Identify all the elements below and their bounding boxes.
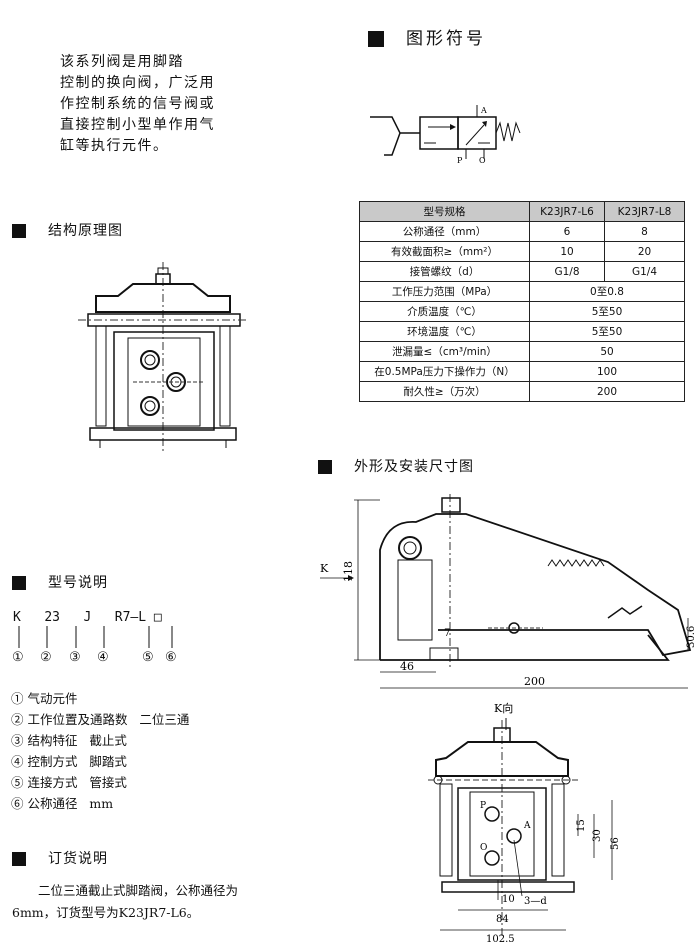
model-code-j: J [83,610,92,625]
section-marker-icon [368,31,384,47]
spec-value-cell: 100 [529,361,685,382]
section-order: 订货说明 [12,848,108,868]
model-marker-6: ⑥ [165,650,177,665]
section-marker-icon [12,576,26,590]
dim-102-5: 102.5 [486,934,515,944]
order-text: 二位三通截止式脚踏阀，公称通径为6mm，订货型号为K23JR7-L6。 [12,883,239,920]
spec-value-cell: 200 [529,381,685,402]
spec-label-cell: 环境温度（℃） [359,321,530,342]
legend-item: ② 工作位置及通路数 二位三通 [11,712,190,727]
symbol-label-p: P [457,156,463,165]
legend-item: ④ 控制方式 脚踏式 [11,754,127,769]
spec-label-cell: 工作压力范围（MPa） [359,281,530,302]
spec-value-cell: 20 [604,241,685,262]
legend-item: ⑤ 连接方式 管接式 [11,775,127,790]
section-symbol: 图形符号 [368,24,486,49]
intro-text: 该系列阀是用脚踏 控制的换向阀，广泛用 作控制系统的信号阀或 直接控制小型单作用… [60,54,215,154]
legend-item: ① 气动元件 [11,691,78,706]
section-structure: 结构原理图 [12,220,123,240]
dim-k-view: K向 [494,701,513,715]
spec-value-cell: 6 [529,221,605,242]
model-marker-4: ④ [97,650,109,665]
section-marker-icon [12,224,26,238]
spec-label-cell: 有效截面积≥（mm²） [359,241,530,262]
dim-15: 15 [576,819,587,832]
spec-label-cell: 泄漏量≤（cm³/min） [359,341,530,362]
dim-56: 56 [610,837,621,850]
spec-label-cell: 介质温度（℃） [359,301,530,322]
spec-label-cell: 公称通径（mm） [359,221,530,242]
spec-label-cell: 在0.5MPa压力下操作力（N） [359,361,530,382]
spec-value-cell: 5至50 [529,321,685,342]
spec-header-cell: K23JR7-L8 [604,201,685,222]
spec-value-cell: 0至0.8 [529,281,685,302]
section-marker-icon [12,852,26,866]
port-label-o: O [480,843,487,853]
spec-row: 环境温度（℃）5至50 [359,321,685,342]
valve-symbol-diagram: A P O [370,105,521,165]
section-model: 型号说明 [12,572,108,592]
port-label-a: A [523,821,531,831]
legend-item: ⑥ 公称通径 mm [11,796,114,811]
dim-200: 200 [524,675,545,688]
spec-value-cell: 8 [604,221,685,242]
model-marker-2: ② [40,650,52,665]
model-code: K 23 J R7—L □ [13,610,162,625]
spec-value-cell: G1/4 [604,261,685,282]
dim-7: 7 [444,628,450,639]
section-symbol-title: 图形符号 [406,29,486,49]
model-marker-5: ⑤ [142,650,154,665]
spec-value-cell: G1/8 [529,261,605,282]
dim-k-label: K [320,562,329,575]
spec-row: 介质温度（℃）5至50 [359,301,685,322]
structure-diagram [78,262,248,452]
model-marker-3: ③ [69,650,81,665]
spec-value-cell: 10 [529,241,605,262]
section-structure-title: 结构原理图 [48,223,123,239]
spec-value-cell: 5至50 [529,301,685,322]
spec-row: 耐久性≥（万次）200 [359,381,685,402]
k-view-drawing: K向 P A O 15 30 56 10 3—d 84 102.5 [428,701,621,944]
section-model-title: 型号说明 [48,575,108,591]
dim-118: 118 [342,561,355,582]
model-code-k: K [13,610,21,625]
model-code-23: 23 [44,610,60,625]
spec-header-cell: K23JR7-L6 [529,201,605,222]
symbol-label-o: O [479,156,486,165]
spec-value-cell: 50 [529,341,685,362]
model-code-dash: — [130,610,139,625]
spec-header-cell: 型号规格 [359,201,530,222]
dim-30: 30 [592,829,603,842]
model-code-box: □ [153,610,162,625]
dim-30-6: 30.6 [686,626,697,648]
section-marker-icon [318,460,332,474]
model-marker-1: ① [12,650,24,665]
section-dimensions: 外形及安装尺寸图 [318,456,474,476]
model-code-l: L [138,610,147,625]
dim-84: 84 [496,914,509,925]
side-view-drawing: 118 K 30.6 7 46 200 [320,494,697,689]
section-order-title: 订货说明 [48,851,108,867]
symbol-label-a: A [480,106,487,115]
model-legend: ① 气动元件 ② 工作位置及通路数 二位三通 ③ 结构特征 截止式 ④ 控制方式… [11,688,189,814]
spec-row: 泄漏量≤（cm³/min）50 [359,341,685,362]
dim-10: 10 [502,894,515,905]
model-code-r7: R7 [114,610,131,625]
spec-row: 在0.5MPa压力下操作力（N）100 [359,361,685,382]
dim-3-d: 3—d [524,896,547,907]
legend-item: ③ 结构特征 截止式 [11,733,127,748]
model-code-leaders [18,626,173,648]
spec-label-cell: 耐久性≥（万次） [359,381,530,402]
port-label-p: P [480,801,486,811]
spec-label-cell: 接管螺纹（d） [359,261,530,282]
spec-row: 工作压力范围（MPa）0至0.8 [359,281,685,302]
section-dimensions-title: 外形及安装尺寸图 [354,459,474,475]
dim-46: 46 [400,660,414,673]
